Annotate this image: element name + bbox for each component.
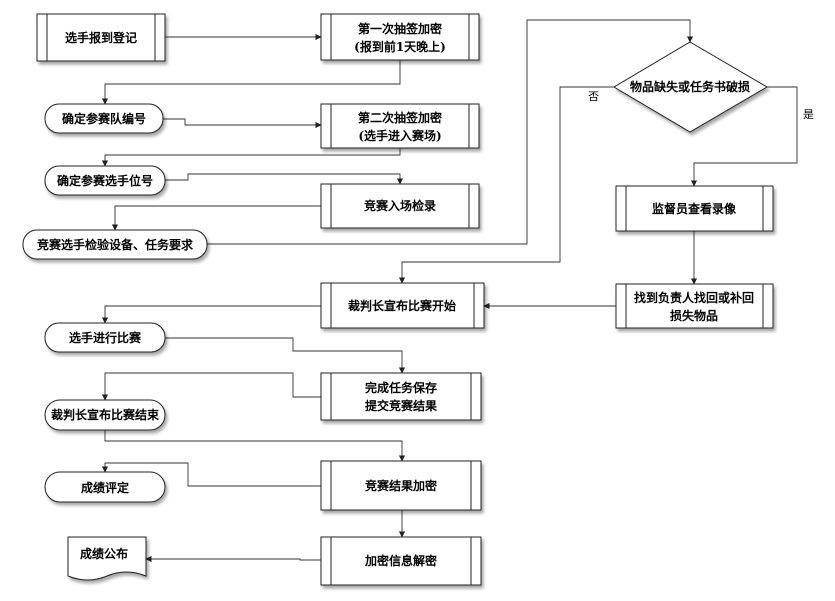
node-encrypt: 竞赛结果加密 bbox=[320, 460, 482, 511]
node-equip-check-text: 竞赛选手检验设备、任务要求 bbox=[37, 237, 194, 252]
connector-decision-yes-monitor bbox=[690, 86, 798, 187]
node-compete: 选手进行比赛 bbox=[44, 322, 166, 353]
connector-decision-no-start bbox=[398, 86, 614, 284]
node-team-no: 确定参赛队编号 bbox=[44, 103, 164, 134]
node-draw1: 第一次抽签加密 (报到前1天晚上) bbox=[320, 13, 480, 61]
node-draw1-text-1: 第一次抽签加密 bbox=[358, 21, 442, 36]
node-monitor-text: 监督员查看录像 bbox=[652, 201, 737, 216]
connector-seatno-entry bbox=[165, 173, 404, 185]
node-compete-text: 选手进行比赛 bbox=[69, 330, 142, 345]
connector-draw1-teamno bbox=[101, 60, 401, 105]
node-draw1-text-2: (报到前1天晚上) bbox=[354, 39, 446, 54]
node-end-text: 裁判长宣布比赛结束 bbox=[51, 407, 160, 422]
node-evaluate-text: 成绩评定 bbox=[81, 480, 129, 495]
node-register-text: 选手报到登记 bbox=[65, 30, 137, 45]
node-decrypt: 加密信息解密 bbox=[320, 536, 482, 586]
node-draw2: 第二次抽签加密 (选手进入赛场) bbox=[320, 103, 480, 149]
connector-start-compete bbox=[101, 305, 321, 324]
node-decrypt-text: 加密信息解密 bbox=[364, 553, 437, 568]
node-team-no-text: 确定参赛队编号 bbox=[62, 111, 146, 126]
node-equip-check: 竞赛选手检验设备、任务要求 bbox=[22, 229, 208, 260]
node-recover: 找到负责人找回或补回 损失物品 bbox=[615, 283, 774, 329]
label-yes: 是 bbox=[803, 108, 814, 121]
node-publish: 成绩公布 bbox=[67, 536, 147, 581]
node-monitor: 监督员查看录像 bbox=[615, 185, 774, 232]
connector-equip-decision bbox=[207, 19, 694, 245]
node-save-text-1: 完成任务保存 bbox=[365, 380, 437, 395]
node-register: 选手报到登记 bbox=[36, 13, 166, 62]
connector-save-end bbox=[101, 372, 321, 401]
node-encrypt-text: 竞赛结果加密 bbox=[365, 478, 437, 493]
connector-entry-equip bbox=[111, 205, 321, 231]
connector-end-encrypt bbox=[104, 430, 406, 462]
node-start-text: 裁判长宣布比赛开始 bbox=[348, 298, 456, 313]
node-save-text-2: 提交竞赛结果 bbox=[365, 398, 437, 413]
connector-encrypt-evaluate bbox=[101, 462, 321, 487]
connector-teamno-draw2 bbox=[163, 118, 322, 129]
connectors bbox=[101, 19, 798, 563]
node-save: 完成任务保存 提交竞赛结果 bbox=[320, 372, 482, 421]
node-entry-check-text: 竞赛入场检录 bbox=[364, 198, 436, 213]
node-seat-no-text: 确定参赛选手位号 bbox=[57, 173, 153, 188]
label-no: 否 bbox=[588, 90, 599, 103]
node-entry-check: 竞赛入场检录 bbox=[320, 183, 480, 229]
node-recover-text-2: 损失物品 bbox=[670, 308, 718, 323]
node-recover-text-1: 找到负责人找回或补回 bbox=[634, 290, 754, 305]
node-draw2-text-1: 第二次抽签加密 bbox=[358, 110, 442, 125]
node-decision-text: 物品缺失或任务书破损 bbox=[630, 79, 750, 94]
node-evaluate: 成绩评定 bbox=[44, 471, 166, 503]
node-decision: 物品缺失或任务书破损 bbox=[613, 41, 768, 133]
node-end: 裁判长宣布比赛结束 bbox=[44, 399, 166, 431]
connector-compete-save bbox=[165, 337, 406, 374]
node-seat-no: 确定参赛选手位号 bbox=[44, 165, 166, 196]
node-start: 裁判长宣布比赛开始 bbox=[320, 282, 485, 329]
node-draw2-text-2: (选手进入赛场) bbox=[358, 128, 441, 143]
connector-draw2-seatno bbox=[101, 148, 401, 167]
connector-decrypt-publish bbox=[145, 555, 321, 563]
node-publish-text: 成绩公布 bbox=[80, 546, 128, 561]
